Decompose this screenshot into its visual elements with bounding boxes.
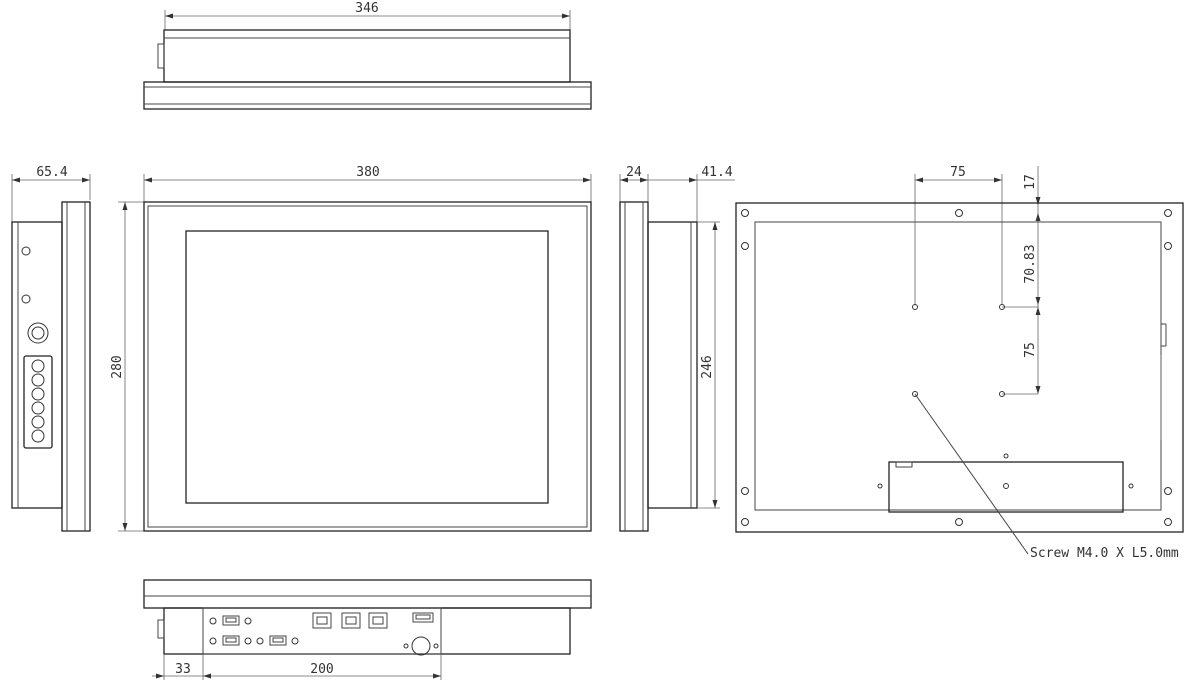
dim-left-depth: 65.4: [36, 165, 67, 180]
dim-offset-v: 70.83: [1023, 244, 1038, 283]
dim-vesa-v: 75: [1023, 342, 1038, 358]
dim-side-bezel: 24: [626, 165, 642, 180]
screen-area: [185, 230, 549, 504]
left-side-view: 65.4: [11, 165, 91, 532]
dim-side-depth: 41.4: [701, 165, 732, 180]
dim-front-width: 380: [356, 165, 379, 180]
dim-offset-top: 17: [1023, 174, 1038, 190]
dim-bottom-offset: 33: [175, 662, 191, 677]
rear-view: 75 17 70.83 75: [735, 165, 1184, 561]
dim-front-height: 280: [110, 355, 125, 378]
dim-vesa-h: 75: [950, 165, 966, 180]
dim-top-width: 346: [355, 1, 378, 16]
front-view: 380 280: [110, 165, 592, 532]
dim-side-height: 246: [700, 355, 715, 378]
bottom-view: 33 200: [143, 579, 592, 680]
screw-note: Screw M4.0 X L5.0mm: [1030, 546, 1179, 561]
top-view: 346: [143, 1, 592, 110]
right-side-view: 24 41.4 246: [619, 165, 735, 532]
dim-bottom-width: 200: [310, 662, 333, 677]
